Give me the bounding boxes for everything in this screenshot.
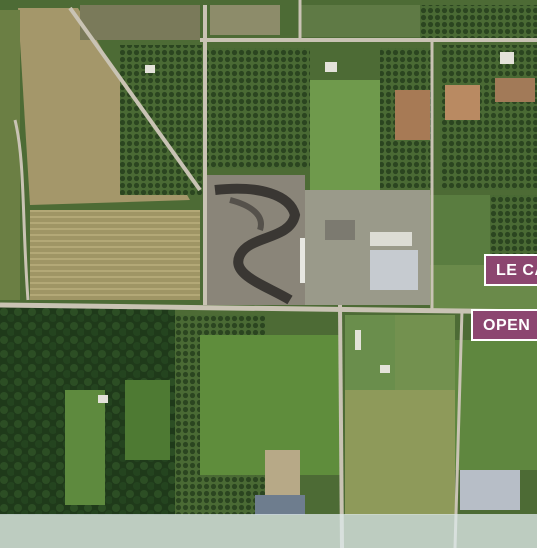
map-label-open[interactable]: OPEN	[471, 309, 537, 341]
orchard-top-2	[205, 48, 310, 168]
field-top-center	[310, 80, 380, 190]
map-label-le-ca[interactable]: LE CA	[484, 254, 537, 286]
field-rows	[30, 210, 200, 300]
field-brown-2	[445, 85, 480, 120]
field-left-strip	[0, 10, 20, 300]
buildings	[98, 52, 514, 403]
field-brown-3	[495, 78, 535, 102]
orchard-top-1	[120, 45, 205, 195]
field-brown	[395, 90, 430, 140]
bottom-overlay-band	[0, 514, 537, 548]
